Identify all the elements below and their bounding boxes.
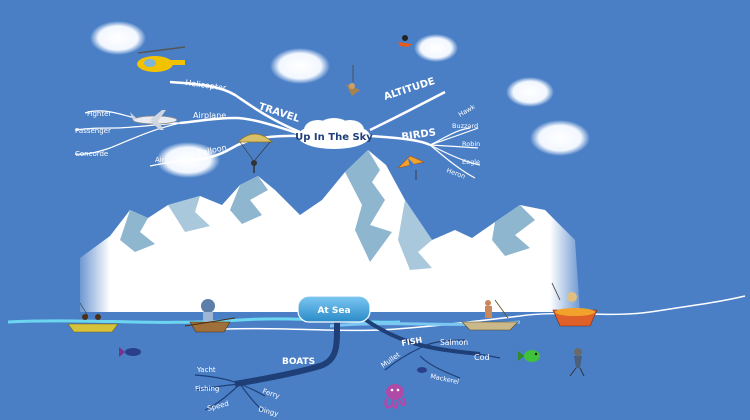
balloon-air: Air [155,156,165,164]
hang-glider-icon [397,155,425,180]
octopus-icon [384,384,407,409]
fish-icon [119,347,141,357]
airplane-fighter: Fighter [87,110,111,118]
small-fish-icon [417,367,427,373]
skydiver-icon [398,35,412,47]
rowboat-icon [184,299,236,333]
sea-branches [194,339,501,411]
boat-speed: Speed [206,400,229,413]
bird-heron: Heron [445,166,466,180]
diver-icon [569,348,585,377]
bird-robin: Robin [462,140,480,148]
parachute-icon [236,133,274,173]
birds-title: BIRDS [401,127,437,143]
sky-center-node[interactable]: Up In The Sky [295,118,373,149]
sky-branches [74,80,481,179]
airplane-passenger: Passenger [75,127,111,135]
bird-eagle: Eagle [462,158,480,166]
sea-center-label: At Sea [317,306,350,316]
climber-icon [346,65,360,96]
snowy-mountains [80,150,580,312]
boats-title: BOATS [282,357,315,367]
fish-title: FISH [401,335,423,347]
dinghy-icon [551,282,598,327]
boat-dingy: Dingy [257,405,279,418]
sky-center-label: Up In The Sky [295,132,373,143]
bird-buzzard: Buzzard [452,122,478,130]
airplane-concorde: Concorde [75,150,108,158]
altitude-title: ALTITUDE [383,76,437,103]
sea-center-node[interactable]: At Sea [234,295,481,387]
helicopter-icon [137,46,186,72]
travel-item-helicopter: Helicopter [185,78,228,93]
cloud-icon [90,21,590,178]
fish-cod: Cod [474,353,490,362]
fish-salmon: Salmon [440,338,468,347]
boat-fishing: Fishing [195,385,219,393]
green-fish-icon [518,350,540,362]
canoe-icon [461,299,519,331]
boat-ferry: Ferry [261,387,280,400]
fish-mackerel: Mackerel [430,372,460,386]
airplane-icon [130,110,178,130]
boat-yacht: Yacht [196,366,216,374]
bird-hawk: Hawk [457,103,477,119]
fishing-boat-icon [67,302,119,333]
travel-item-airplane: Airplane [193,111,226,120]
